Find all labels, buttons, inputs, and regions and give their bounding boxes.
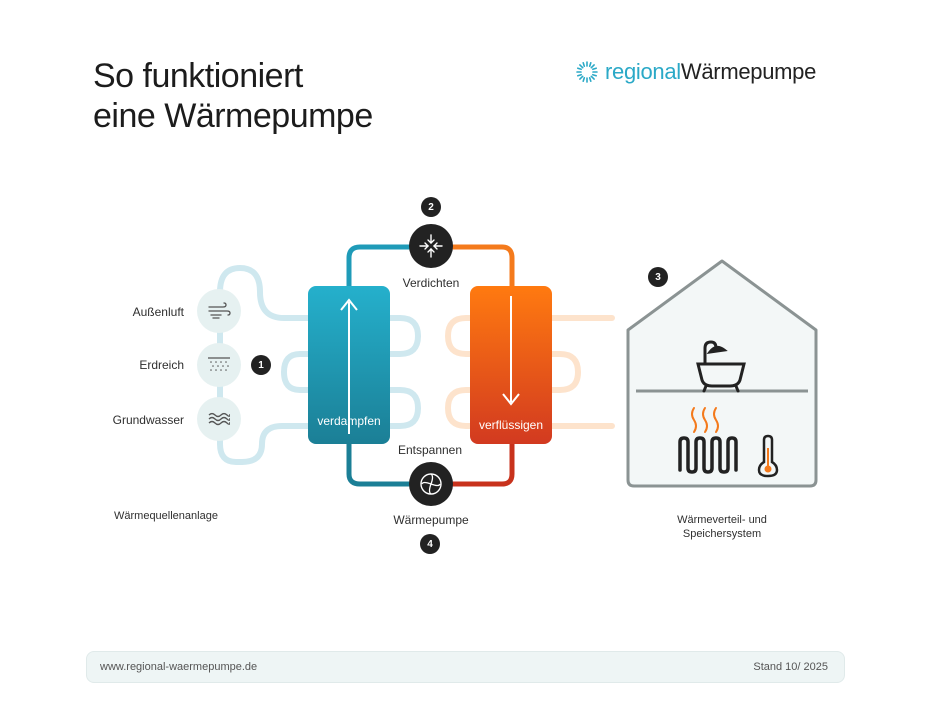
source-label-groundwater: Grundwasser	[112, 413, 184, 427]
bathtub-icon	[696, 340, 746, 393]
circuit-top-left	[346, 244, 410, 287]
tank-label-verfluessigen: verflüssigen	[478, 418, 544, 432]
label-verdichten: Verdichten	[402, 276, 460, 290]
label-verteilsystem: Wärmeverteil- und Speichersystem	[652, 513, 792, 541]
circuit-bottom-left	[346, 444, 410, 487]
down-arrow-icon	[502, 296, 520, 406]
footer-stand: Stand 10/ 2025	[753, 661, 828, 673]
fan-icon	[409, 462, 453, 506]
source-soil	[197, 343, 241, 387]
house-loop-pipe	[444, 315, 615, 429]
footer-url: www.regional-waermepumpe.de	[100, 661, 258, 673]
title-line-1: So funktioniert	[93, 57, 303, 95]
logo-text: regionalWärmepumpe	[605, 59, 816, 85]
label-waermepumpe: Wärmepumpe	[393, 513, 469, 527]
step-badge-4: 4	[420, 534, 440, 554]
logo-text-waermepumpe: Wärmepumpe	[680, 59, 817, 84]
water-waves-icon	[208, 412, 230, 426]
label-verteilsystem-line-1: Wärmeverteil- und	[677, 514, 767, 526]
heat-waves-icon	[691, 407, 719, 433]
source-air	[197, 289, 241, 333]
soil-icon	[208, 357, 230, 371]
source-label-air: Außenluft	[132, 305, 184, 319]
label-waermequellenanlage: Wärmequellenanlage	[114, 510, 218, 522]
logo-text-regional: regional	[605, 59, 681, 84]
step-badge-2: 2	[421, 197, 441, 217]
up-arrow-icon	[340, 298, 358, 434]
footer-bar: www.regional-waermepumpe.de Stand 10/ 20…	[86, 651, 845, 683]
step-badge-3: 3	[648, 267, 668, 287]
sun-burst-icon	[576, 61, 598, 83]
label-entspannen: Entspannen	[397, 443, 463, 457]
house	[626, 259, 818, 488]
wind-icon	[208, 302, 231, 319]
floor-heating-coil-icon	[678, 436, 738, 474]
brand-logo: regionalWärmepumpe	[575, 58, 816, 86]
source-label-soil: Erdreich	[139, 358, 184, 372]
label-verteilsystem-line-2: Speichersystem	[682, 528, 762, 540]
title-line-2: eine Wärmepumpe	[93, 97, 373, 135]
compressor-icon	[409, 224, 453, 268]
step-badge-1: 1	[251, 355, 271, 375]
thermometer-icon	[757, 434, 779, 478]
circuit-top-right	[452, 244, 515, 287]
page-title: So funktioniert eine Wärmepumpe	[93, 56, 513, 136]
circuit-bottom-right	[452, 444, 515, 487]
tank-label-verdampfen: verdampfen	[317, 414, 381, 428]
source-groundwater	[197, 397, 241, 441]
